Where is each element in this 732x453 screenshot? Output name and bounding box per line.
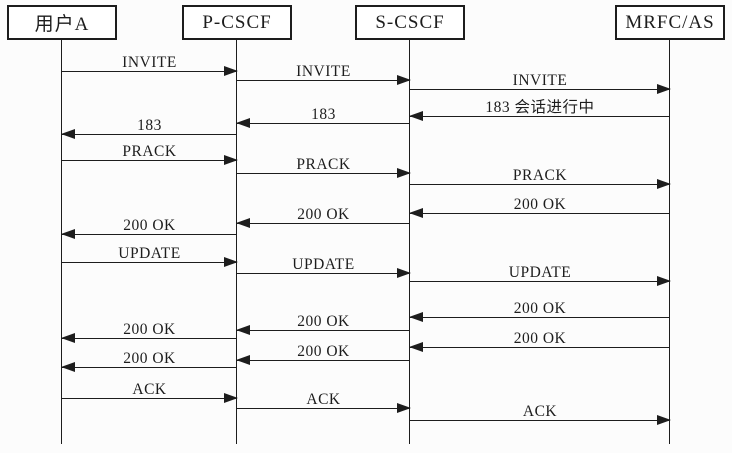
message-label: UPDATE <box>508 263 572 281</box>
arrowhead-left-icon <box>61 362 75 373</box>
message-label: 183 <box>311 105 336 123</box>
message-label: ACK <box>132 380 167 398</box>
arrowhead-right-icon <box>657 415 671 426</box>
arrowhead-left-icon <box>236 218 250 229</box>
arrowhead-right-icon <box>397 268 411 279</box>
message-10-mrfc-as-to-s-cscf: 200 OK <box>409 196 670 219</box>
arrowhead-right-icon <box>397 403 411 414</box>
message-label: 183 会话进行中 <box>485 98 595 116</box>
message-7-user-a-to-p-cscf: PRACK <box>62 143 238 166</box>
message-label: PRACK <box>512 166 568 184</box>
message-label: 200 OK <box>123 320 176 338</box>
message-2-p-cscf-to-s-cscf: INVITE <box>237 63 411 86</box>
arrowhead-left-icon <box>236 355 250 366</box>
arrowhead-left-icon <box>236 118 250 129</box>
message-label: 200 OK <box>297 342 350 360</box>
message-13-user-a-to-p-cscf: UPDATE <box>62 245 238 268</box>
message-label: 200 OK <box>123 216 176 234</box>
arrowhead-right-icon <box>224 393 238 404</box>
message-9-s-cscf-to-mrfc-as: PRACK <box>410 167 671 190</box>
arrowhead-right-icon <box>224 66 238 77</box>
arrowhead-left-icon <box>61 333 75 344</box>
arrowhead-right-icon <box>224 155 238 166</box>
message-1-user-a-to-p-cscf: INVITE <box>62 54 238 77</box>
message-label: 200 OK <box>297 205 350 223</box>
message-20-s-cscf-to-p-cscf: 200 OK <box>236 343 410 366</box>
message-label: UPDATE <box>118 244 181 262</box>
message-15-s-cscf-to-mrfc-as: UPDATE <box>410 264 671 287</box>
message-label: ACK <box>306 390 341 408</box>
lifeline-user-a <box>61 40 62 444</box>
arrowhead-right-icon <box>657 276 671 287</box>
actor-label-mrfc-as: MRFC/AS <box>625 11 715 33</box>
message-6-p-cscf-to-user-a: 183 <box>61 117 237 140</box>
message-14-p-cscf-to-s-cscf: UPDATE <box>237 256 411 279</box>
message-8-p-cscf-to-s-cscf: PRACK <box>237 156 411 179</box>
message-label: 200 OK <box>513 195 567 213</box>
lifeline-mrfc-as <box>669 40 670 444</box>
arrowhead-right-icon <box>397 168 411 179</box>
message-24-s-cscf-to-mrfc-as: ACK <box>410 403 671 426</box>
message-label: PRACK <box>296 155 351 173</box>
arrowhead-left-icon <box>409 342 423 353</box>
message-22-user-a-to-p-cscf: ACK <box>62 381 238 404</box>
arrowhead-right-icon <box>657 179 671 190</box>
message-21-p-cscf-to-user-a: 200 OK <box>61 350 237 373</box>
message-label: 183 <box>137 116 162 134</box>
message-label: 200 OK <box>297 312 350 330</box>
message-16-mrfc-as-to-s-cscf: 200 OK <box>409 300 670 323</box>
arrowhead-left-icon <box>409 312 423 323</box>
arrowhead-left-icon <box>236 325 250 336</box>
message-label: ACK <box>522 402 558 420</box>
actor-box-mrfc-as: MRFC/AS <box>615 5 725 40</box>
message-label: 200 OK <box>513 299 567 317</box>
arrowhead-left-icon <box>61 129 75 140</box>
arrowhead-left-icon <box>409 111 423 122</box>
message-18-p-cscf-to-user-a: 200 OK <box>61 321 237 344</box>
actor-label-user-a: 用户A <box>34 14 90 35</box>
arrowhead-left-icon <box>61 229 75 240</box>
message-11-s-cscf-to-p-cscf: 200 OK <box>236 206 410 229</box>
arrowhead-right-icon <box>397 75 411 86</box>
lifeline-p-cscf <box>236 40 237 444</box>
actor-label-s-cscf: S-CSCF <box>375 11 445 33</box>
actor-box-s-cscf: S-CSCF <box>355 5 465 40</box>
message-label: INVITE <box>512 71 568 89</box>
message-3-s-cscf-to-mrfc-as: INVITE <box>410 72 671 95</box>
actor-box-user-a: 用户A <box>7 5 117 40</box>
message-5-s-cscf-to-p-cscf: 183 <box>236 106 410 129</box>
actor-label-p-cscf: P-CSCF <box>202 11 272 33</box>
message-4-mrfc-as-to-s-cscf: 183 会话进行中 <box>409 99 670 122</box>
arrowhead-left-icon <box>409 208 423 219</box>
message-label: INVITE <box>122 53 177 71</box>
message-label: 200 OK <box>513 329 567 347</box>
message-19-mrfc-as-to-s-cscf: 200 OK <box>409 330 670 353</box>
message-12-p-cscf-to-user-a: 200 OK <box>61 217 237 240</box>
message-label: 200 OK <box>123 349 176 367</box>
message-17-s-cscf-to-p-cscf: 200 OK <box>236 313 410 336</box>
message-label: UPDATE <box>292 255 355 273</box>
arrowhead-right-icon <box>224 257 238 268</box>
message-label: PRACK <box>122 142 177 160</box>
message-label: INVITE <box>296 62 351 80</box>
actor-box-p-cscf: P-CSCF <box>182 5 292 40</box>
message-23-p-cscf-to-s-cscf: ACK <box>237 391 411 414</box>
lifeline-s-cscf <box>409 40 410 444</box>
arrowhead-right-icon <box>657 84 671 95</box>
